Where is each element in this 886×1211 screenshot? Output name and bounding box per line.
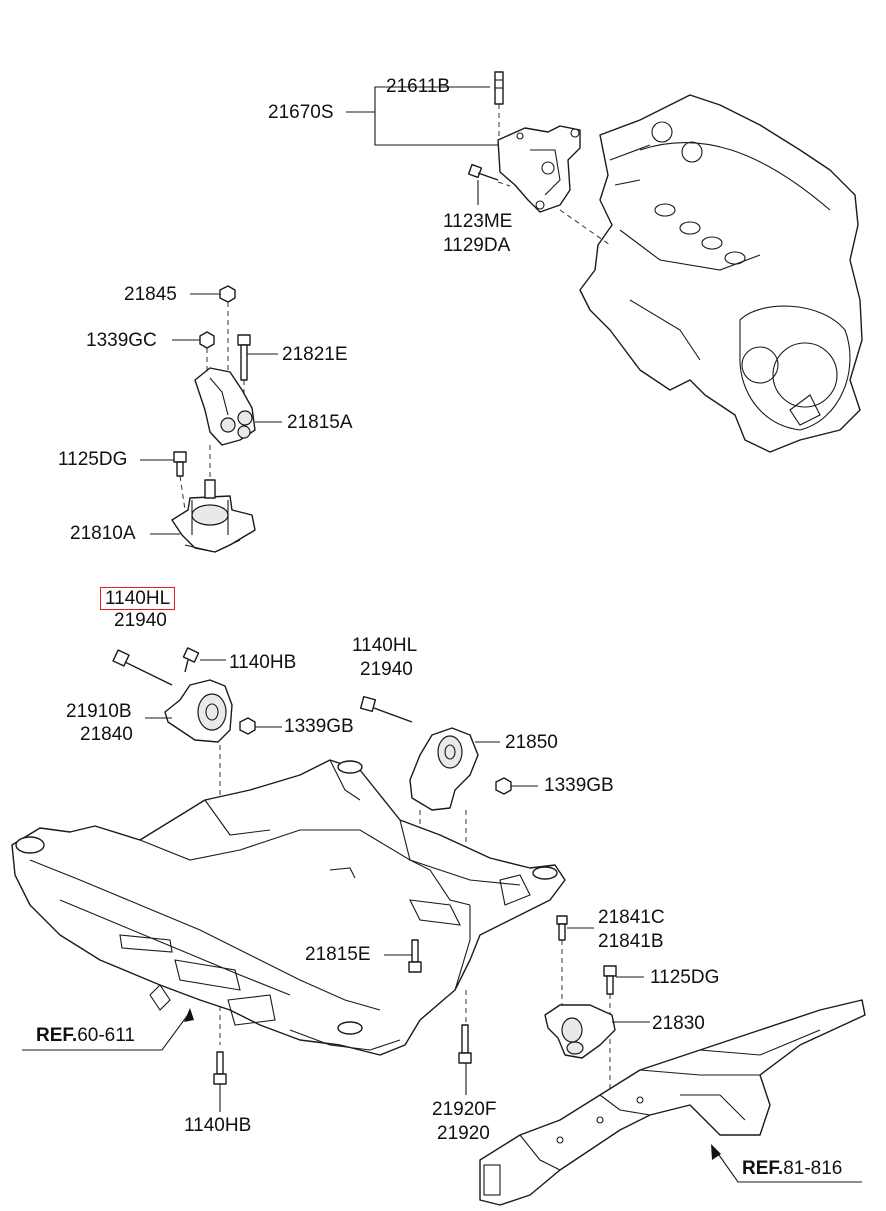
label-1339GC: 1339GC bbox=[86, 330, 157, 351]
label-21670S: 21670S bbox=[268, 102, 334, 123]
nut-1339GC bbox=[199, 331, 215, 349]
bolt-21841C bbox=[556, 915, 568, 941]
mount-21910B bbox=[164, 679, 233, 743]
ref-81-816[interactable]: REF.81-816 bbox=[742, 1158, 842, 1180]
label-21845: 21845 bbox=[124, 284, 177, 305]
ref-prefix: REF. bbox=[742, 1158, 784, 1179]
label-1140HL-mid: 1140HL bbox=[352, 635, 418, 656]
label-21815E: 21815E bbox=[305, 944, 371, 965]
engine-block bbox=[579, 94, 863, 453]
label-21920: 21920 bbox=[437, 1123, 490, 1144]
label-21920F: 21920F bbox=[432, 1099, 497, 1120]
bracket-21815A bbox=[194, 367, 256, 446]
label-21841C: 21841C bbox=[598, 907, 665, 928]
ref-code: 60-611 bbox=[77, 1025, 135, 1046]
label-1339GB-right: 1339GB bbox=[544, 775, 614, 796]
label-21810A: 21810A bbox=[70, 523, 136, 544]
label-1140HB-top: 1140HB bbox=[229, 652, 297, 673]
bolt-1140HB-bottom bbox=[213, 1051, 227, 1085]
label-21830: 21830 bbox=[652, 1013, 705, 1034]
label-21850: 21850 bbox=[505, 732, 558, 753]
ref-prefix: REF. bbox=[36, 1025, 78, 1046]
label-21940-left: 21940 bbox=[114, 610, 167, 631]
bolt-1140HB-top bbox=[182, 647, 200, 673]
bolt-1125DG-bottom bbox=[603, 965, 617, 995]
bolt-21940-mid bbox=[359, 695, 413, 723]
mount-21810A bbox=[171, 479, 256, 553]
bolt-21815E bbox=[408, 939, 422, 973]
label-21815A: 21815A bbox=[287, 412, 353, 433]
ref-code: 81-816 bbox=[783, 1158, 843, 1179]
label-1339GB-left: 1339GB bbox=[284, 716, 354, 737]
label-21821E: 21821E bbox=[282, 344, 348, 365]
label-1125DG-bottom: 1125DG bbox=[650, 967, 720, 988]
mount-21850 bbox=[409, 727, 479, 811]
label-1129DA: 1129DA bbox=[443, 235, 511, 256]
label-21910B: 21910B bbox=[66, 701, 132, 722]
engine-bracket-21670S bbox=[497, 125, 581, 213]
label-1140HL-highlighted[interactable]: 1140HL bbox=[100, 587, 176, 610]
bolt-1123ME bbox=[467, 163, 499, 181]
label-1125DG-top: 1125DG bbox=[58, 449, 128, 470]
bolt-21821E bbox=[237, 334, 251, 381]
label-1140HB-bottom: 1140HB bbox=[184, 1115, 252, 1136]
mount-21830 bbox=[544, 1004, 616, 1059]
label-21840: 21840 bbox=[80, 724, 133, 745]
bolt-1125DG-top bbox=[173, 451, 187, 477]
stud-21611B bbox=[494, 71, 504, 105]
label-21611B: 21611B bbox=[386, 76, 451, 97]
nut-21845 bbox=[219, 285, 236, 303]
subframe-crossmember bbox=[11, 759, 566, 1056]
label-21940-mid: 21940 bbox=[360, 659, 413, 680]
bolt-21920F bbox=[458, 1024, 472, 1064]
nut-1339GB-left bbox=[239, 717, 256, 735]
side-member bbox=[479, 999, 866, 1206]
label-21841B: 21841B bbox=[598, 931, 664, 952]
label-1123ME: 1123ME bbox=[443, 211, 513, 232]
nut-1339GB-right bbox=[495, 777, 512, 795]
ref-60-611[interactable]: REF.60-611 bbox=[36, 1025, 135, 1047]
bolt-21940-left bbox=[112, 649, 173, 686]
